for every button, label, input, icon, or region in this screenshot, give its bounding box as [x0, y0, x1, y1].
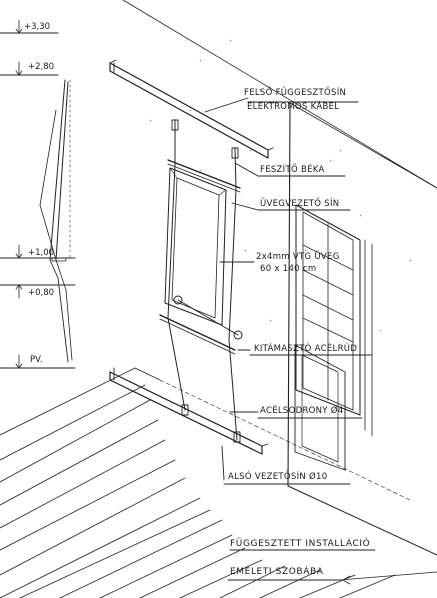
callout-glass-guide: ÜVEGVEZETŐ SÍN [260, 199, 340, 209]
background-window [294, 204, 373, 471]
glass-panel [159, 159, 243, 355]
room-walls [122, 0, 437, 556]
title-line-2: EMELETI SZOBÁBA [230, 567, 324, 577]
callout-glass-spec-2: 60 x 140 cm [260, 264, 317, 274]
callout-cable: ELEKTROMOS KÁBEL [247, 102, 340, 112]
level-mid2: +0,80 [28, 288, 55, 298]
top-rail [109, 59, 274, 159]
level-top: +3,30 [24, 22, 51, 32]
steel-wires [167, 119, 241, 443]
level-upper: +2,80 [28, 62, 55, 72]
elevation-section [0, 19, 76, 369]
floor-planks [0, 367, 411, 598]
callout-wire: ACÉLSODRONY Ø4. [260, 406, 347, 416]
level-floor: PV. [30, 355, 43, 365]
callout-rod: KITÁMASZTÓ ACÉLRÚD [254, 344, 358, 354]
callout-top-rail: FELSŐ FÜGGESZTŐSÍN [244, 88, 347, 98]
callout-glass-spec-1: 2x4mm VTG ÜVEG [256, 252, 340, 262]
callout-bottom-rail: ALSÓ VEZETŐSÍN Ø10 [228, 472, 328, 482]
leader-lines [204, 97, 437, 585]
title-line-1: FÜGGESZTETT INSTALLÁCIÓ [230, 539, 371, 549]
callout-clamp: FESZÍTŐ BÉKA [260, 165, 325, 175]
level-mid1: +1,00 [28, 248, 55, 258]
bottom-rail [109, 367, 269, 455]
